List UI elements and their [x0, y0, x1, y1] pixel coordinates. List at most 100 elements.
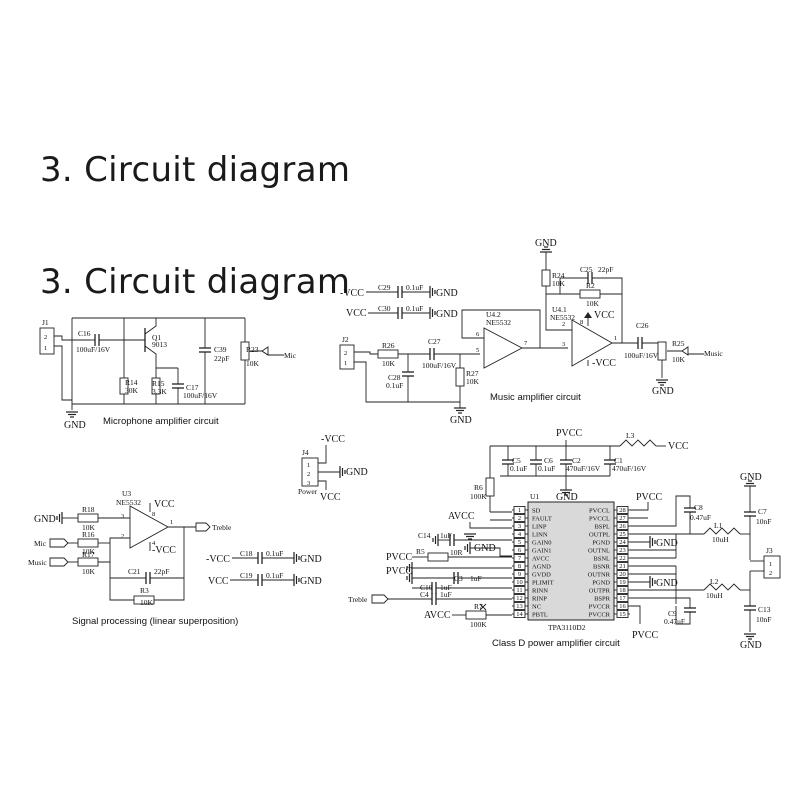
chip-pin-name: FAULT [532, 516, 552, 523]
pin: 1 [307, 462, 310, 469]
chip-pin-name: AVCC [532, 556, 549, 563]
pin: 7 [524, 340, 528, 347]
value-r14: 30K [125, 386, 139, 395]
avcc-label: AVCC [448, 511, 475, 522]
chip-pin-number: 25 [619, 531, 626, 538]
label-r7: R7 [474, 602, 483, 611]
chip-pin-name: LINN [532, 532, 548, 539]
label-j3: J3 [766, 546, 773, 555]
label-r3: R3 [140, 586, 149, 595]
chip-pin-number: 12 [516, 595, 523, 602]
label-u42: U4.2 [486, 310, 501, 319]
label-c29: C29 [378, 283, 391, 292]
label-r6: R6 [474, 483, 483, 492]
label-c16: C16 [78, 329, 91, 338]
gnd-label: GND [300, 576, 322, 587]
pin: 1 [769, 561, 772, 568]
chip-pin-number: 7 [518, 555, 522, 562]
value-c27: 100uF/16V [422, 361, 457, 370]
chip-pin-name: PGND [592, 540, 610, 547]
label-c3: C3 [454, 574, 463, 583]
pin: 2 [44, 334, 47, 341]
mic-net-label: Mic [284, 351, 297, 360]
vcc-label: VCC [320, 492, 341, 503]
label-c1: C1 [614, 456, 623, 465]
gnd-label: GND [740, 640, 762, 651]
pin: 6 [476, 331, 480, 338]
chip-pin-number: 5 [518, 539, 521, 546]
chip-pin-number: 2 [518, 515, 521, 522]
value-c25: 22pF [598, 265, 613, 274]
label-c21: C21 [128, 567, 141, 576]
pin: 2 [562, 321, 565, 328]
value-c4: 1uF [440, 590, 452, 599]
opamp-u3 [129, 505, 169, 549]
gnd-label: GND [474, 543, 496, 554]
chip-pin-number: 15 [619, 611, 626, 618]
label-c25: C25 [580, 265, 593, 274]
label-c9: C9 [668, 609, 677, 618]
gnd-label: GND [656, 578, 678, 589]
chip-pin-number: 21 [619, 563, 626, 570]
music-net-label: Music [704, 349, 723, 358]
power-label: Power [298, 487, 318, 496]
chip-pin-name: GAIN0 [532, 540, 552, 547]
chip-pin-number: 6 [518, 547, 522, 554]
gnd-label: GND [450, 415, 472, 426]
caption-class-d: Class D power amplifier circuit [492, 638, 620, 649]
pin: 3 [562, 341, 565, 348]
label-l3: L3 [626, 431, 635, 440]
vcc-label: VCC [346, 308, 367, 319]
pvcc-label: PVCC [556, 428, 582, 439]
label-c14: C14 [418, 531, 431, 540]
pin: 8 [580, 319, 583, 326]
label-c19: C19 [240, 571, 253, 580]
chip-pin-name: PVCCL [589, 508, 610, 515]
label-r14: R14 [125, 378, 138, 387]
pin: 3 [307, 480, 310, 487]
value-c29: 0.1uF [406, 283, 423, 292]
gnd-label: GND [740, 472, 762, 483]
value-c8: 0.47uF [690, 513, 711, 522]
pin: 3 [121, 513, 124, 520]
value-r5: 10R [450, 548, 463, 557]
connector-j3 [763, 555, 781, 579]
signal-processing-circuit: U3 NE5532 VCC 3 2 1 8 4 -VCC GND R18 10K… [28, 489, 322, 627]
music-amplifier-circuit: -VCC GND C29 0.1uF VCC GND C30 0.1uF J2 … [339, 238, 723, 426]
gnd-label: GND [34, 514, 56, 525]
vcc-neg-label: -VCC [206, 554, 230, 565]
value-c13: 10nF [756, 615, 771, 624]
value-r16: 10K [82, 547, 96, 556]
label-r17: R17 [82, 550, 95, 559]
value-c30: 0.1uF [406, 304, 423, 313]
value-c10: 1uF [440, 583, 452, 592]
value-r7: 100K [470, 620, 487, 629]
value-c3: 1uF [470, 574, 482, 583]
value-c26: 100uF/16V [624, 351, 659, 360]
value-r25: 10K [672, 355, 686, 364]
label-c2: C2 [572, 456, 581, 465]
pin: 1 [614, 335, 617, 342]
pin: 5 [476, 347, 479, 354]
mic-net-label: Mic [34, 539, 47, 548]
caption-signal: Signal processing (linear superposition) [72, 616, 238, 627]
value-r18: 10K [82, 523, 96, 532]
value-c7: 10nF [756, 517, 771, 526]
value-c1: 470uF/16V [612, 464, 647, 473]
value-c2: 470uF/16V [566, 464, 601, 473]
chip-pin-name: RINN [532, 588, 548, 595]
chip-pin-name: BSPL [594, 524, 610, 531]
label-l2: L2 [710, 577, 719, 586]
value-c17: 100uF/16V [183, 391, 218, 400]
gnd-label: GND [300, 554, 322, 565]
avcc-label: AVCC [424, 610, 451, 621]
connector-j2 [339, 344, 355, 370]
chip-pin-name: AGND [532, 564, 551, 571]
value-c18: 0.1uF [266, 549, 283, 558]
vcc-neg-label: -VCC [340, 288, 364, 299]
label-q1: Q1 [152, 333, 161, 342]
value-u41: NE5532 [550, 313, 575, 322]
value-r27: 10K [466, 377, 480, 386]
chip-pin-name: OUTPL [589, 532, 610, 539]
